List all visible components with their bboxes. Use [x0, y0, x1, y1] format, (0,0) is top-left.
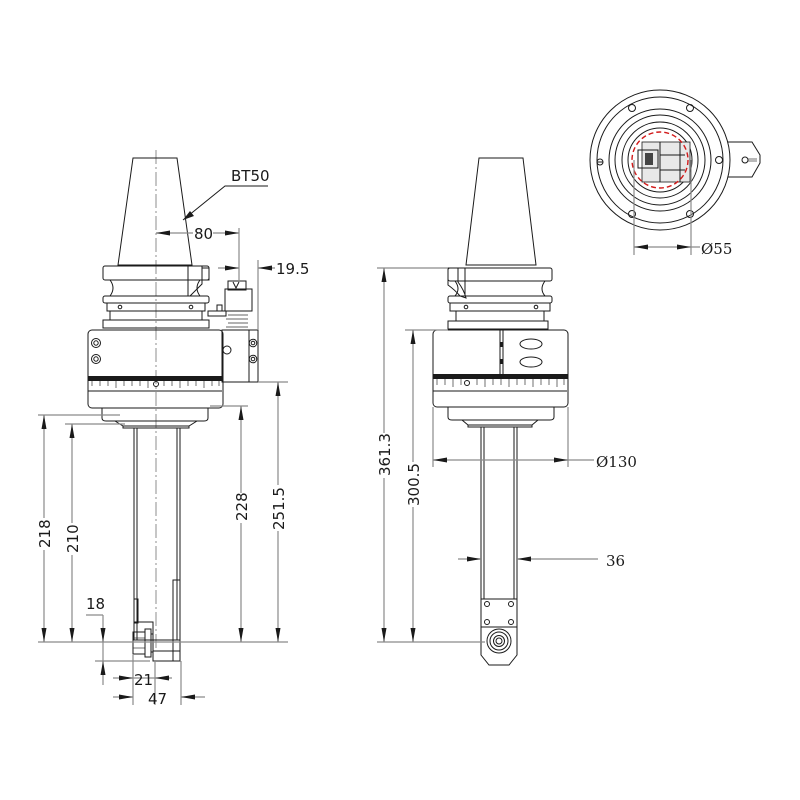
bt50-leader	[182, 185, 268, 221]
side-view: BT50 80 19.5 218 210	[34, 150, 309, 708]
dim-80: 80	[194, 225, 213, 243]
bt50-label: BT50	[231, 167, 270, 185]
cutting-circle-highlight	[631, 131, 689, 189]
dim-21: 21	[134, 671, 153, 689]
scale-band	[88, 376, 222, 381]
bt50-taper	[117, 157, 193, 266]
dim-361-3: 361.3	[376, 433, 394, 476]
dim-36: 36	[606, 552, 625, 570]
dim-210: 210	[64, 524, 82, 553]
scale-ticks	[91, 381, 220, 388]
dim-18: 18	[86, 595, 105, 613]
dim-47: 47	[148, 690, 167, 708]
dim-228: 228	[233, 492, 251, 521]
dim-19-5: 19.5	[276, 260, 309, 278]
dim-diameter-55: Ø55	[701, 240, 732, 258]
dim-218: 218	[36, 519, 54, 548]
front-view: 361.3 300.5 Ø130 36	[374, 157, 637, 666]
top-view: Ø55	[589, 89, 761, 258]
front-taper	[465, 157, 537, 266]
dim-300-5: 300.5	[405, 463, 423, 506]
dim-diameter-130: Ø130	[596, 453, 637, 471]
dim-251-5: 251.5	[270, 487, 288, 530]
